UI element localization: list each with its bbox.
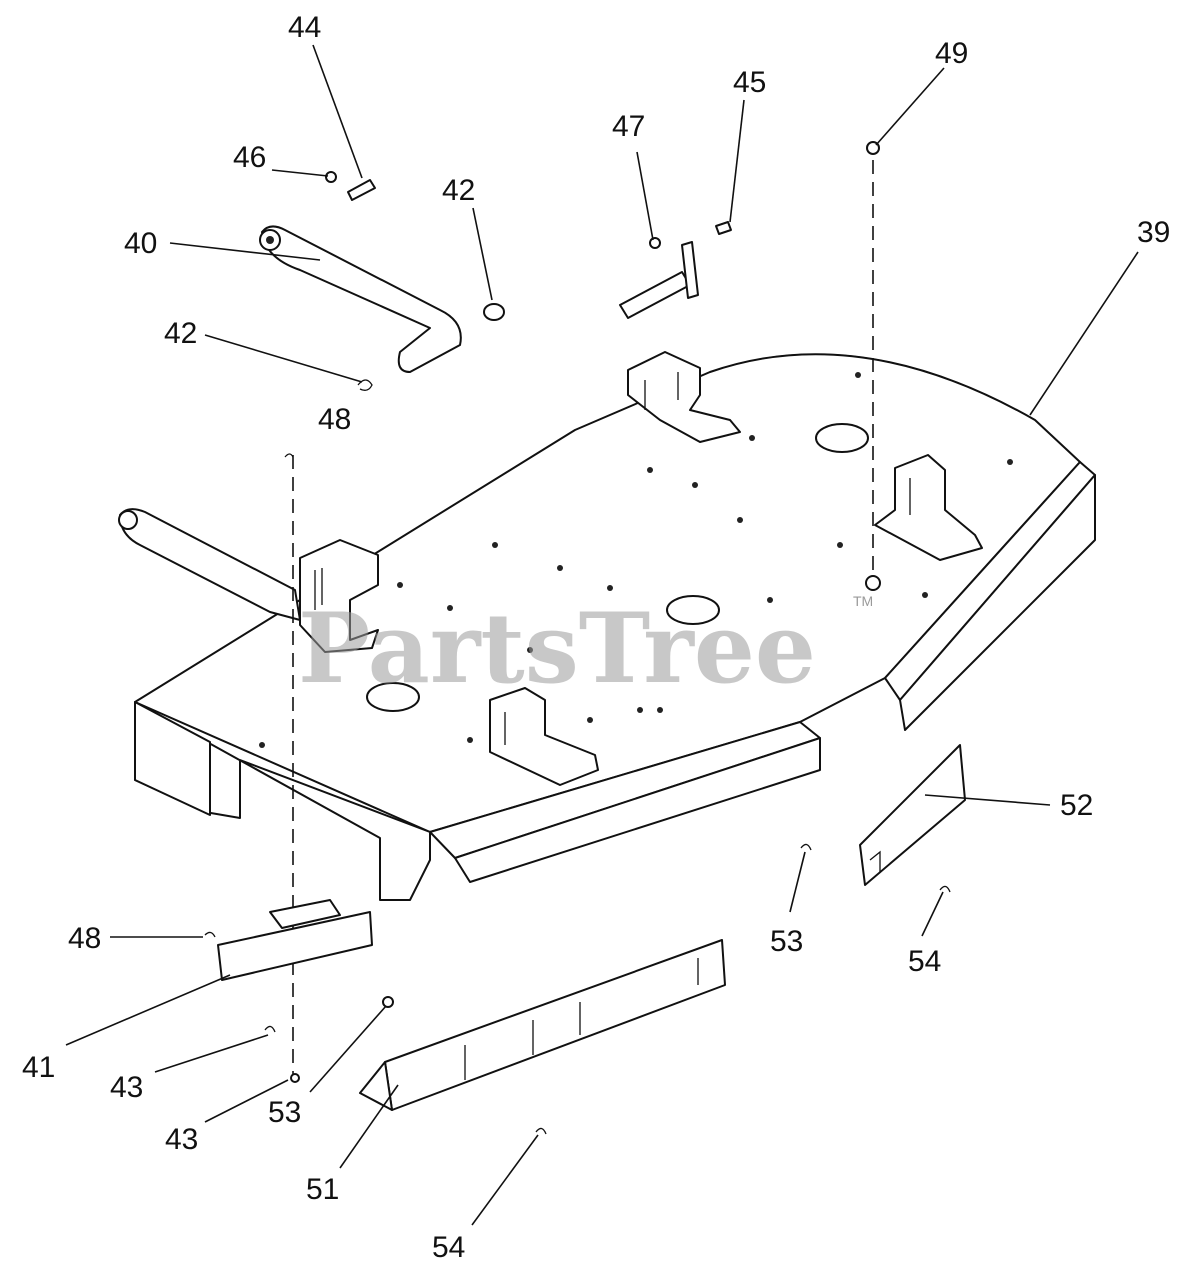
callout-47: 47 — [612, 110, 645, 143]
callout-42a: 42 — [442, 174, 475, 207]
pivot-pin-47 — [619, 237, 699, 319]
callout-48a: 48 — [318, 403, 351, 436]
clip-42-lower — [357, 379, 373, 391]
hardware-clips — [204, 453, 951, 1135]
callout-46: 46 — [233, 141, 266, 174]
pin-44 — [347, 179, 376, 201]
callout-48b: 48 — [68, 922, 101, 955]
baffle-51 — [359, 939, 726, 1111]
lift-arm-rear — [118, 508, 301, 621]
callout-54a: 54 — [908, 945, 941, 978]
deck-shell — [134, 353, 1096, 901]
bracket-rear-left — [299, 539, 379, 653]
callout-49: 49 — [935, 37, 968, 70]
pin-45 — [715, 221, 732, 235]
spindle-opening-right — [815, 423, 869, 453]
callout-39: 39 — [1137, 216, 1170, 249]
callout-53a: 53 — [770, 925, 803, 958]
spindle-opening-left — [366, 682, 420, 712]
callout-52: 52 — [1060, 789, 1093, 822]
callout-44: 44 — [288, 11, 321, 44]
callout-51: 51 — [306, 1173, 339, 1206]
bracket-front-right — [874, 454, 983, 561]
deflector-41 — [217, 899, 373, 981]
callout-54b: 54 — [432, 1231, 465, 1264]
lift-arm — [259, 225, 462, 373]
callout-53b: 53 — [268, 1096, 301, 1129]
callout-41: 41 — [22, 1051, 55, 1084]
bracket-front-left — [489, 687, 599, 786]
callout-43b: 43 — [165, 1123, 198, 1156]
callout-leaders — [65, 44, 1139, 1226]
baffle-52 — [859, 744, 966, 886]
deck-holes — [259, 372, 1013, 748]
nut-46 — [325, 171, 337, 183]
spindle-opening-center — [666, 595, 720, 625]
watermark-text: PartsTree — [298, 592, 816, 705]
callout-45: 45 — [733, 66, 766, 99]
watermark-trademark: TM — [853, 593, 873, 609]
callout-40: 40 — [124, 227, 157, 260]
callout-labels: 39 40 41 42 42 43 43 44 45 46 47 48 48 4… — [22, 11, 1170, 1264]
bracket-rear-right — [627, 351, 741, 443]
bushing-42-upper — [483, 303, 505, 321]
washer-on-deck — [865, 575, 881, 591]
callout-42b: 42 — [164, 317, 197, 350]
callout-43a: 43 — [110, 1071, 143, 1104]
